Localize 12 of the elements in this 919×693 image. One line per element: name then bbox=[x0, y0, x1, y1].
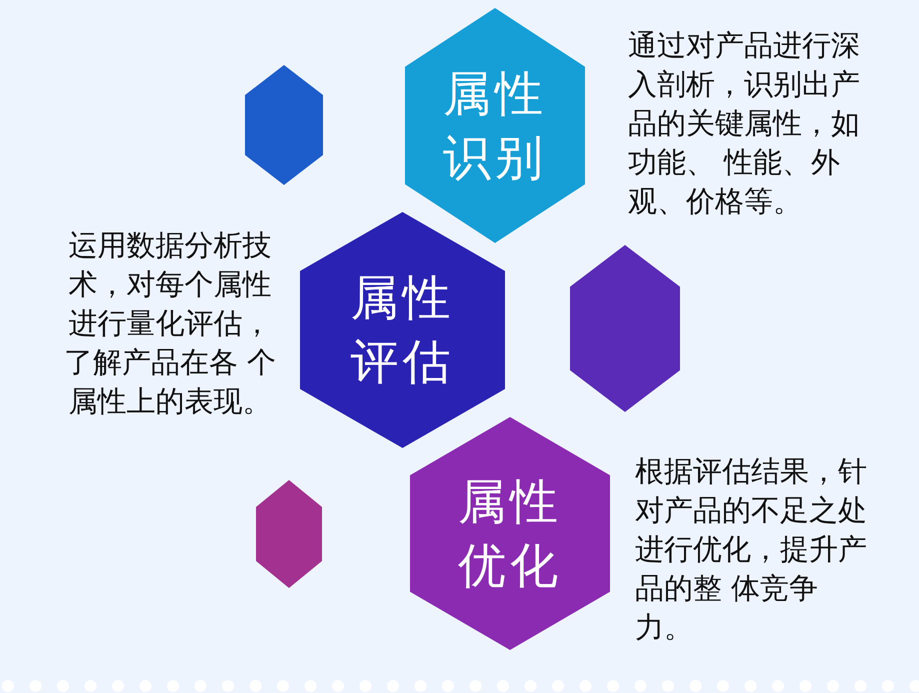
hexagon-title: 属性评估 bbox=[350, 269, 456, 392]
hexagon-title: 属性识别 bbox=[442, 64, 548, 188]
hexagon-title: 属性优化 bbox=[457, 472, 563, 596]
hexagon bbox=[300, 212, 505, 448]
hexagon bbox=[245, 65, 323, 185]
description-text: 根据评估结果，针对产品的不足之处进行优化，提升产品的整 体竞争力。 bbox=[635, 453, 868, 646]
hexagon bbox=[410, 417, 610, 650]
description-text: 通过对产品进行深入剖析，识别出产品的关键属性，如功能、 性能、外观、价格等。 bbox=[628, 27, 861, 220]
hexagon bbox=[405, 8, 585, 243]
hexagon bbox=[570, 245, 680, 412]
hexagon bbox=[256, 480, 322, 588]
description-text: 运用数据分析技术，对每个属性进行量化评估，了解产品在各 个属性上的表现。 bbox=[62, 227, 278, 420]
